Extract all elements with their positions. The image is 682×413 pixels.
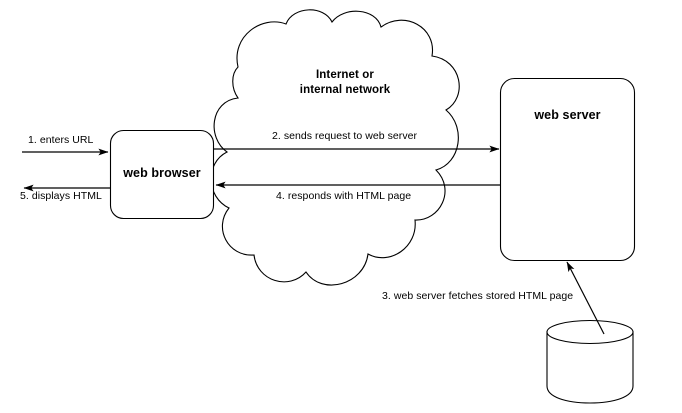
web-browser-label: web browser — [123, 166, 201, 180]
step-2-label: 2. sends request to web server — [272, 130, 418, 142]
step-5-label: 5. displays HTML — [20, 190, 102, 202]
step-1-label: 1. enters URL — [28, 134, 94, 146]
cloud-label: Internet or internal network — [245, 68, 445, 98]
step-3-label: 3. web server fetches stored HTML page — [382, 290, 574, 302]
arrow-step-3 — [566, 261, 605, 335]
step-4-label: 4. responds with HTML page — [276, 190, 412, 202]
web-server-box[interactable] — [499, 77, 636, 262]
cloud-label-line-1: Internet or — [316, 69, 374, 81]
cloud-label-line-2: internal network — [299, 84, 391, 96]
cloud-shape — [210, 9, 460, 286]
web-server-label: web server — [534, 108, 601, 122]
web-browser-box[interactable] — [109, 129, 215, 220]
database-cylinder[interactable] — [546, 319, 634, 404]
